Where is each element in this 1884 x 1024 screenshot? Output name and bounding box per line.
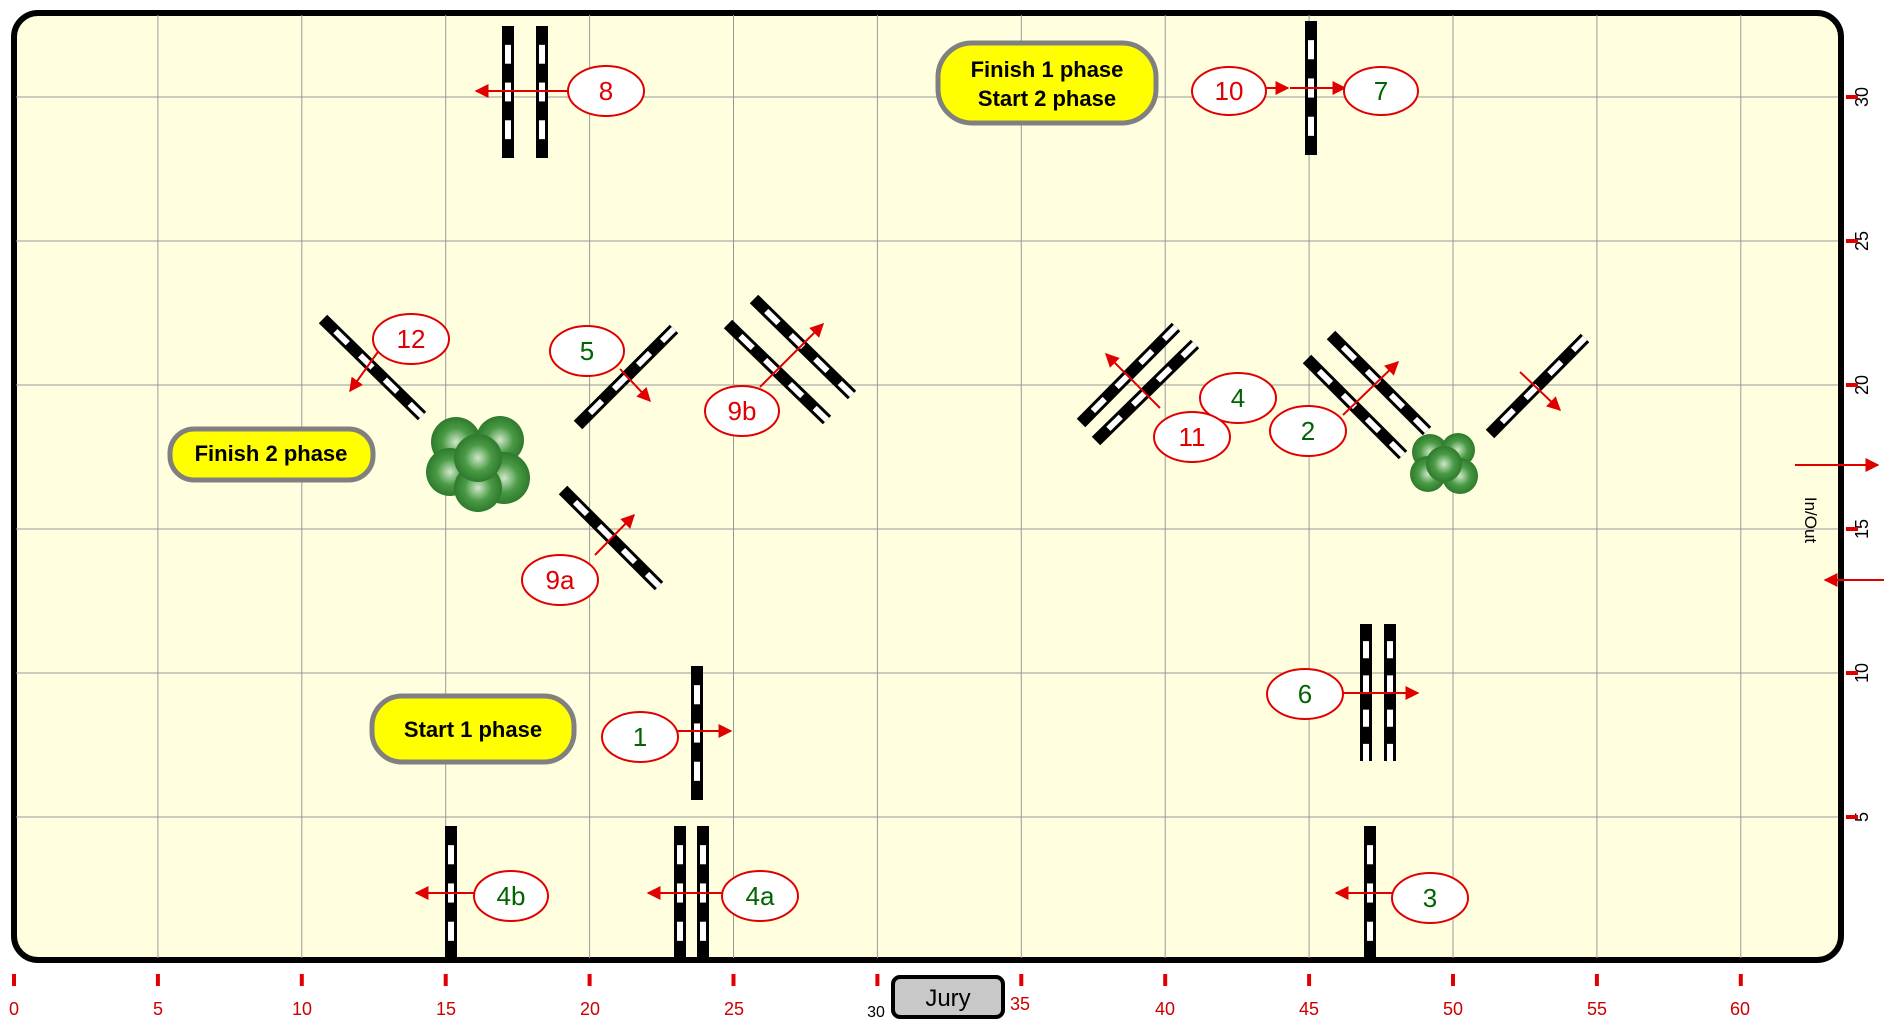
x-tick-label: 35 <box>1010 994 1030 1014</box>
fence-pole <box>723 319 832 425</box>
x-tick-label: 25 <box>724 999 744 1019</box>
tree-left <box>426 416 530 512</box>
phase-line: Finish 2 phase <box>195 441 348 466</box>
fence-label-4b: 4b <box>473 870 549 922</box>
fence-pole <box>318 314 427 421</box>
y-tick-label: 30 <box>1852 87 1872 107</box>
y-tick-label: 10 <box>1852 663 1872 683</box>
x-tick-label: 50 <box>1443 999 1463 1019</box>
direction-arrow <box>349 348 381 393</box>
fence-label-12: 12 <box>372 313 450 365</box>
fence-label-11: 11 <box>1153 411 1231 463</box>
svg-text:9b: 9b <box>728 396 757 426</box>
jury-label: Jury <box>925 985 970 1012</box>
direction-arrow <box>759 323 824 388</box>
x-tick-label: 10 <box>292 999 312 1019</box>
x-tick-label: 45 <box>1299 999 1319 1019</box>
phase-finish2: Finish 2 phase <box>167 426 376 483</box>
svg-text:10: 10 <box>1215 76 1244 106</box>
svg-text:4: 4 <box>1231 383 1245 413</box>
svg-text:11: 11 <box>1179 422 1206 452</box>
x-axis: 0 5 10 15 20 25 30 35 40 45 50 55 60 <box>9 994 1750 1021</box>
x-tick-label: 55 <box>1587 999 1607 1019</box>
phase-start1: Start 1 phase <box>369 693 577 765</box>
fence-pole <box>1485 333 1590 439</box>
x-tick-label: 30 <box>867 1004 885 1019</box>
phase-line: Finish 1 phase <box>971 57 1124 82</box>
x-tick-label: 60 <box>1730 999 1750 1019</box>
tree-right <box>1410 433 1478 494</box>
phase-finish1-start2: Finish 1 phase Start 2 phase <box>935 40 1159 126</box>
fence-label-8: 8 <box>567 65 645 117</box>
y-tick-label: 5 <box>1852 812 1872 822</box>
y-axis: 5 10 15 20 25 30 <box>1852 87 1872 822</box>
direction-arrow <box>1105 353 1161 409</box>
direction-arrow <box>1519 371 1562 411</box>
fence-label-4: 4 <box>1199 372 1277 424</box>
svg-text:2: 2 <box>1301 416 1315 446</box>
x-tick-label: 15 <box>436 999 456 1019</box>
fences <box>318 21 1590 960</box>
grid-lines <box>16 15 1838 958</box>
fence-label-7: 7 <box>1343 66 1419 116</box>
phase-line: Start 1 phase <box>404 717 542 742</box>
jury-box: Jury <box>891 975 1005 1019</box>
x-tick-label: 0 <box>9 999 19 1019</box>
y-tick-marks <box>1846 95 1858 819</box>
fence-label-9b: 9b <box>704 385 780 437</box>
y-tick-label: 25 <box>1852 231 1872 251</box>
svg-text:5: 5 <box>580 336 594 366</box>
arena-area <box>11 10 1844 963</box>
fence-pole <box>1326 330 1432 436</box>
fence-labels: 8 10 7 12 5 9b 4 11 2 9a 6 1 4b 4a 3 <box>372 65 1469 924</box>
x-tick-label: 5 <box>153 999 163 1019</box>
fence-label-5: 5 <box>549 325 625 377</box>
fence-pole <box>573 324 679 430</box>
fence-label-10: 10 <box>1191 66 1267 116</box>
fence-label-1: 1 <box>601 711 679 763</box>
direction-arrow <box>619 368 651 403</box>
fence-label-2: 2 <box>1269 405 1347 457</box>
svg-text:7: 7 <box>1374 76 1388 106</box>
x-tick-label: 20 <box>580 999 600 1019</box>
svg-text:4a: 4a <box>746 881 775 911</box>
in-out-gate: In/Out <box>1795 458 1884 587</box>
fence-pole <box>1076 322 1181 428</box>
fence-pole <box>749 294 857 400</box>
x-tick-label: 40 <box>1155 999 1175 1019</box>
fence-label-3: 3 <box>1391 872 1469 924</box>
direction-arrow <box>594 513 635 556</box>
x-tick-marks <box>12 974 1743 986</box>
y-tick-label: 15 <box>1852 519 1872 539</box>
fence-label-9a: 9a <box>521 554 599 606</box>
y-tick-label: 20 <box>1852 375 1872 395</box>
direction-arrow <box>1342 361 1400 416</box>
phase-line: Start 2 phase <box>978 86 1116 111</box>
svg-text:8: 8 <box>599 76 613 106</box>
svg-text:4b: 4b <box>497 881 526 911</box>
fence-label-6: 6 <box>1266 668 1344 720</box>
svg-text:12: 12 <box>397 324 426 354</box>
svg-text:9a: 9a <box>546 565 575 595</box>
svg-text:3: 3 <box>1423 883 1437 913</box>
svg-text:1: 1 <box>633 722 647 752</box>
in-out-label: In/Out <box>1801 497 1820 544</box>
svg-text:6: 6 <box>1298 679 1312 709</box>
fence-label-4a: 4a <box>721 870 799 922</box>
